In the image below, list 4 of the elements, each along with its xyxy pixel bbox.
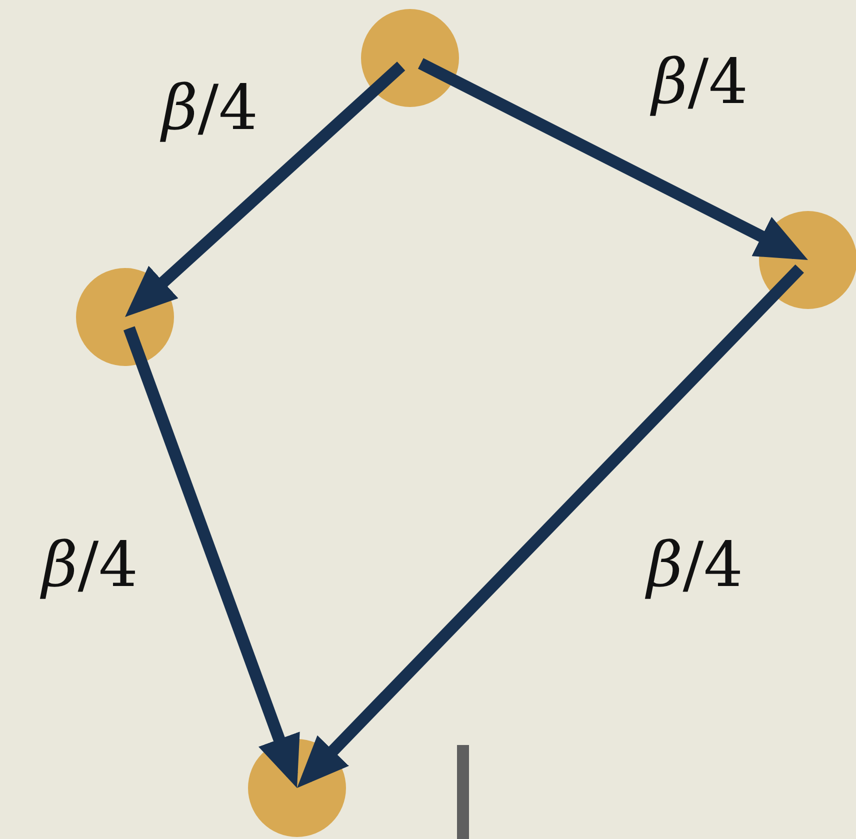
arrow	[418, 58, 808, 260]
arrow	[123, 326, 300, 788]
arrow	[125, 62, 406, 317]
arrow	[297, 264, 804, 788]
